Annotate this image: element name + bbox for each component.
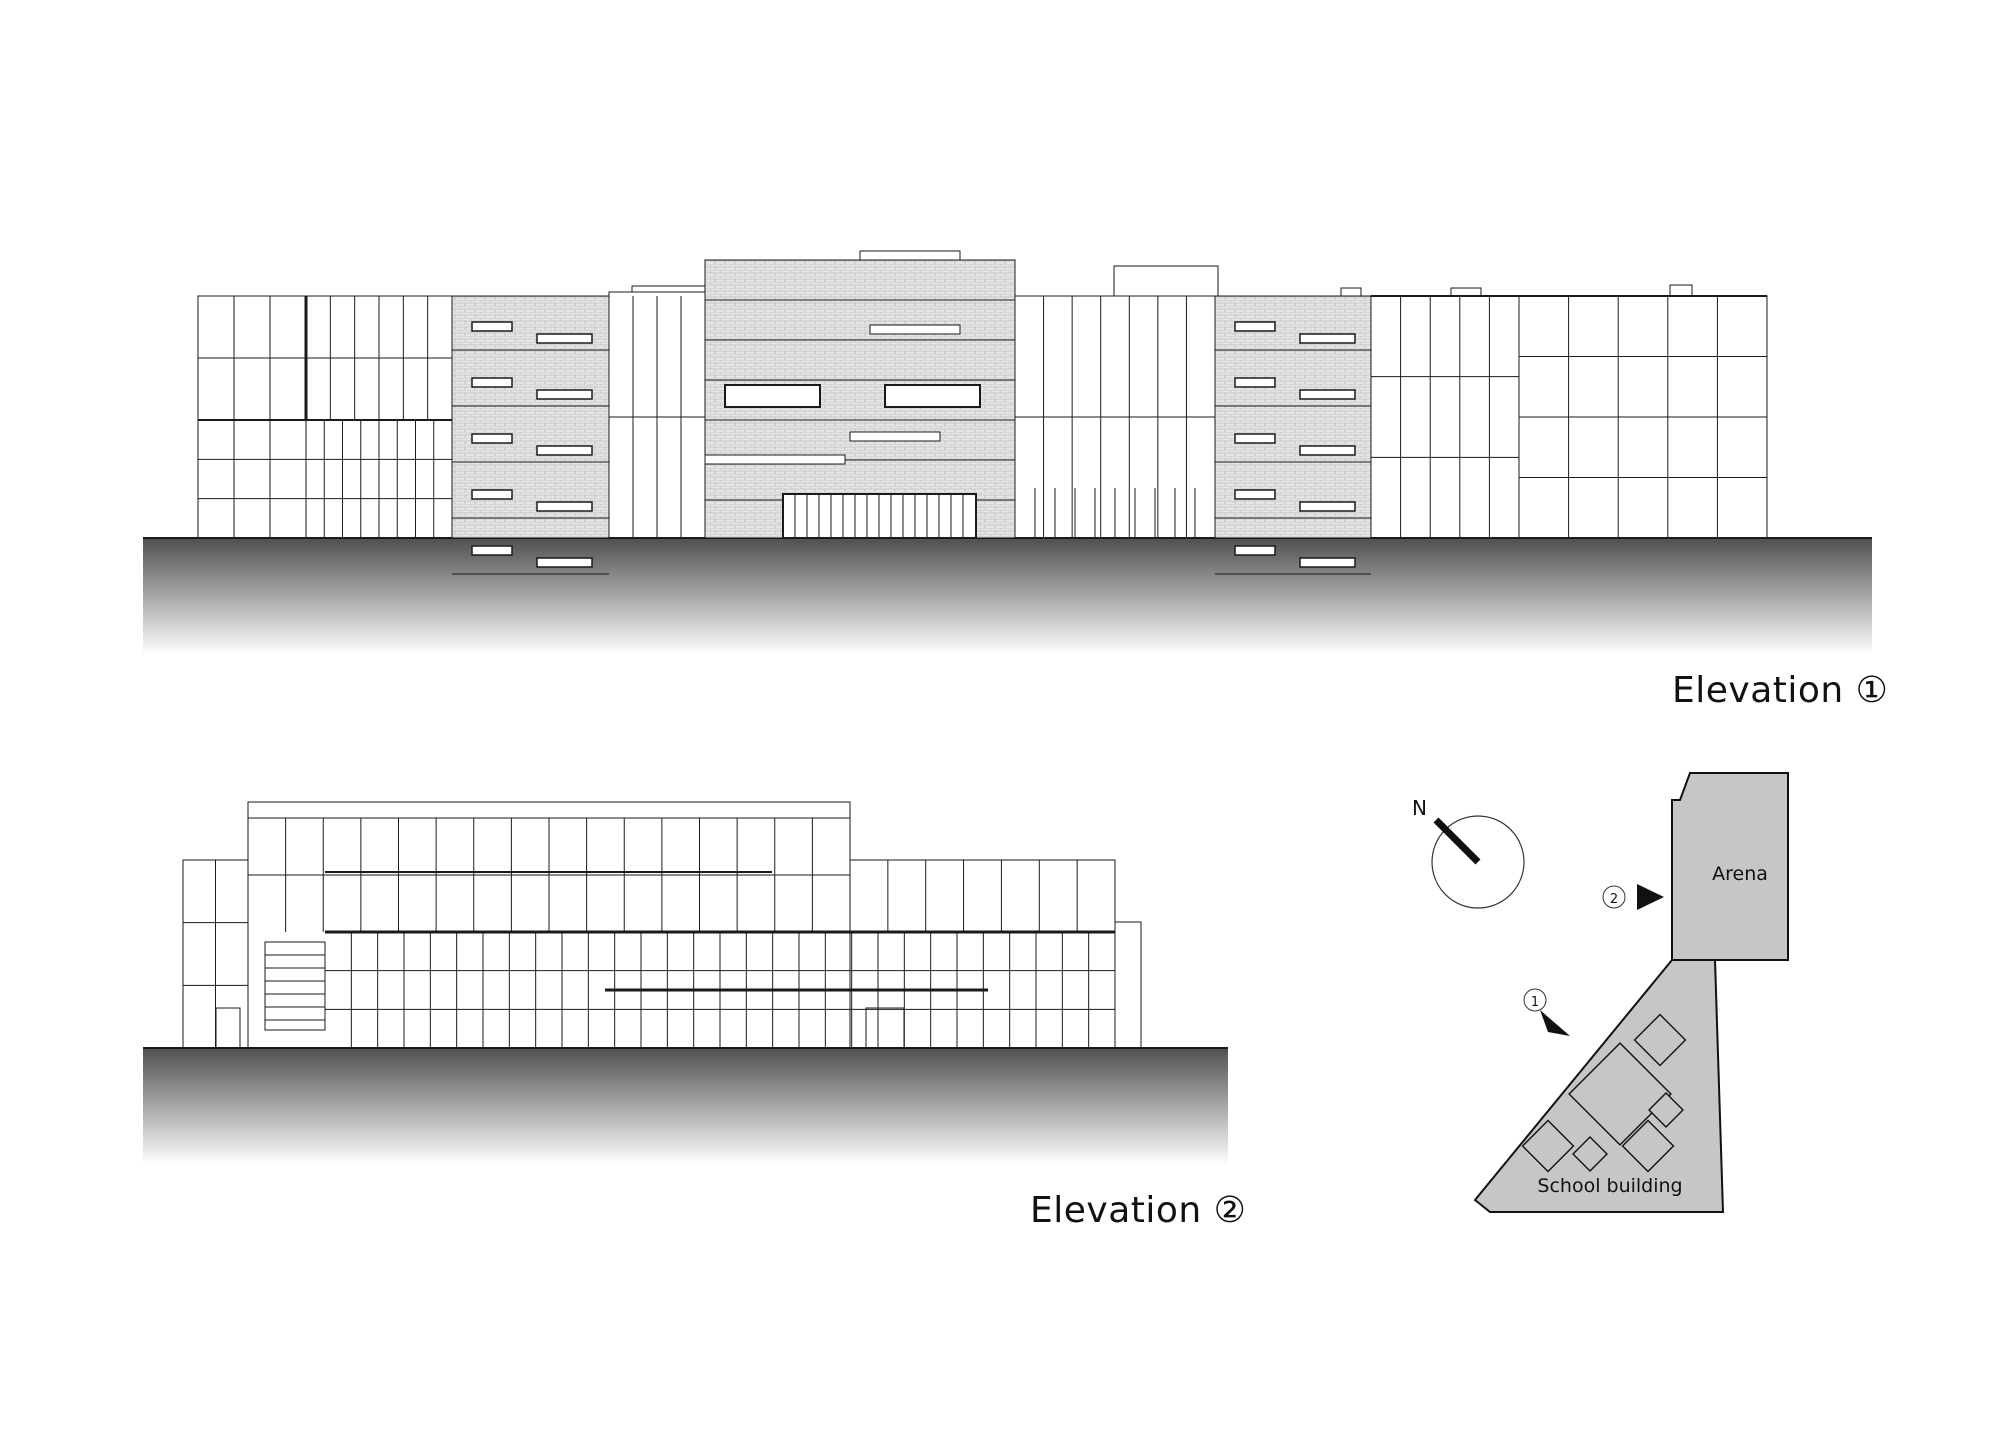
site-plan: N Arena School building 1 2 bbox=[1412, 772, 1789, 1213]
svg-text:2: 2 bbox=[1610, 892, 1618, 907]
elevation-1-drawing bbox=[143, 250, 1872, 655]
north-arrow-icon bbox=[1433, 817, 1481, 865]
elevation-2-ground bbox=[143, 1048, 1228, 1165]
school-building-label: School building bbox=[1537, 1175, 1682, 1197]
elevation-2-drawing bbox=[143, 801, 1228, 1165]
view-marker-2 bbox=[1602, 885, 1626, 909]
school-courtyards bbox=[1521, 1013, 1687, 1173]
svg-text:1: 1 bbox=[1531, 995, 1539, 1010]
elevation-1-caption: Elevation ① bbox=[1672, 670, 1889, 711]
view-arrow-1-icon bbox=[1540, 1010, 1570, 1036]
north-compass-circle bbox=[1431, 815, 1525, 909]
arena-label: Arena bbox=[1712, 863, 1768, 885]
elevation-1-ground bbox=[143, 538, 1872, 655]
elevation-2-caption: Elevation ② bbox=[1030, 1190, 1247, 1231]
north-label: N bbox=[1412, 796, 1427, 820]
view-arrow-2-icon bbox=[1637, 884, 1664, 910]
view-marker-1 bbox=[1523, 988, 1547, 1012]
